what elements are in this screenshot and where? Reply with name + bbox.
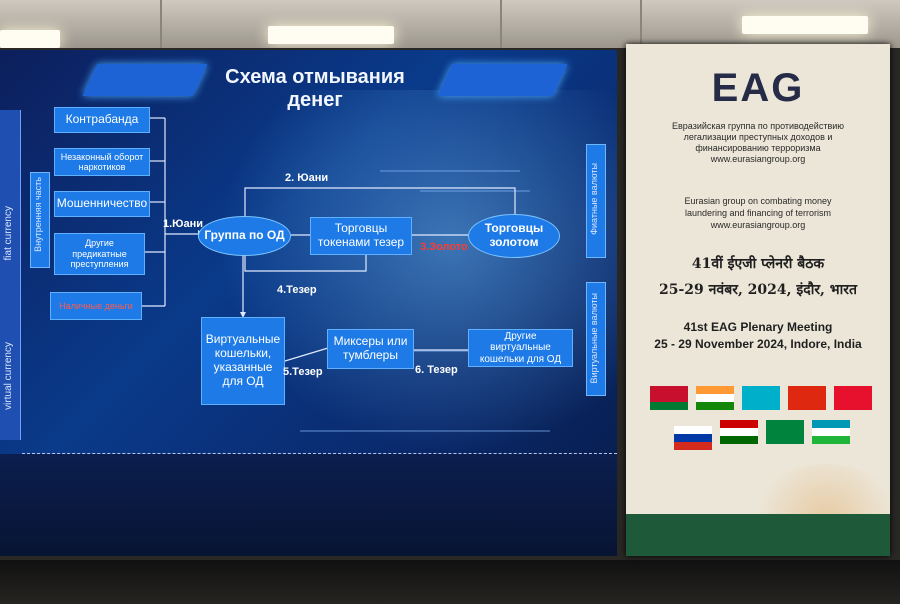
screen-glow xyxy=(200,90,617,470)
flag-tajikistan xyxy=(720,420,758,444)
source-smuggling: Контрабанда xyxy=(54,107,150,133)
ceiling-light xyxy=(742,16,868,34)
code-line xyxy=(360,350,540,352)
token-traders-node: Торговцы токенами тезер xyxy=(310,217,412,255)
banner-hindi-title: 41वीं ईएजी प्लेनरी बैठक xyxy=(691,256,825,272)
banner-hindi-date: 25-29 नवंबर, 2024, इंदौर, भारत xyxy=(659,282,857,298)
flow-label-1: 1.Юани xyxy=(163,218,204,230)
slide-title: Схема отмывания денег xyxy=(225,66,405,111)
gold-traders-node: Торговцы золотом xyxy=(468,214,560,258)
mixers-node: Миксеры или тумблеры xyxy=(327,329,414,369)
circuit-band xyxy=(0,454,617,556)
banner-en-line: laundering and financing of terrorism xyxy=(684,208,832,218)
flow-label-3: 3.Золото xyxy=(420,241,468,253)
left-strip: fiat currency virtual currency xyxy=(0,110,21,440)
banner-ru-url: www.eurasiangroup.org xyxy=(710,154,806,164)
ceiling-beam xyxy=(160,0,162,48)
eag-logo: EAG xyxy=(711,66,805,110)
code-line xyxy=(380,170,520,172)
source-fraud: Мошенничество xyxy=(54,191,150,217)
flag-india xyxy=(696,386,734,410)
fiat-currencies-box: Фиатные валюты xyxy=(586,144,606,258)
code-line xyxy=(420,190,530,192)
other-wallets-node: Другие виртуальные кошельки для ОД xyxy=(468,329,573,367)
flow-label-6: 6. Тезер xyxy=(415,364,458,376)
divider-line xyxy=(22,453,617,454)
source-other-crimes: Другие предикатные преступления xyxy=(54,233,145,275)
code-line xyxy=(300,430,550,432)
banner-ru-line: легализации преступных доходов и xyxy=(683,132,833,142)
ceiling-light xyxy=(0,30,60,48)
flow-label-2: 2. Юани xyxy=(285,172,329,184)
ceiling-light xyxy=(268,26,394,44)
flag-kyrgyzstan xyxy=(834,386,872,410)
fiat-currencies-label: Фиатные валюты xyxy=(589,163,599,235)
flag-russia xyxy=(674,426,712,450)
flag-uzbekistan xyxy=(812,420,850,444)
source-cash: Наличные деньги xyxy=(50,292,142,320)
wallets-node: Виртуальные кошельки, указанные для ОД xyxy=(201,317,285,405)
ceiling xyxy=(0,0,900,48)
flag-belarus xyxy=(650,386,688,410)
ceiling-beam xyxy=(500,0,502,48)
banner-en-line: Eurasian group on combating money xyxy=(684,196,832,206)
banner-english-date: 25 - 29 November 2024, Indore, India xyxy=(654,337,862,351)
floor xyxy=(0,560,900,604)
flag-kazakhstan xyxy=(742,386,780,410)
eag-banner: EAG Евразийская группа по противодействи… xyxy=(626,44,890,556)
inner-part-box: Внутренняя часть xyxy=(30,172,50,268)
flow-label-5: 5.Тезер xyxy=(283,366,323,378)
source-drug-trafficking: Незаконный оборот наркотиков xyxy=(54,148,150,176)
flag-china xyxy=(788,386,826,410)
banner-english-title: 41st EAG Plenary Meeting xyxy=(683,320,833,334)
ceiling-beam xyxy=(640,0,642,48)
banner-en-url: www.eurasiangroup.org xyxy=(710,220,806,230)
banner-ru-line: финансированию терроризма xyxy=(695,143,821,153)
group-node: Группа по ОД xyxy=(198,216,291,256)
virtual-currencies-box: Виртуальные валюты xyxy=(586,282,606,396)
projection-screen: fiat currency virtual currency Внутрення… xyxy=(0,50,617,556)
skyline-decoration xyxy=(626,514,890,556)
virtual-currencies-label: Виртуальные валюты xyxy=(589,293,599,384)
banner-ru-line: Евразийская группа по противодействию xyxy=(672,121,844,131)
flag-turkmenistan xyxy=(766,420,804,444)
flow-label-4: 4.Тезер xyxy=(277,284,317,296)
